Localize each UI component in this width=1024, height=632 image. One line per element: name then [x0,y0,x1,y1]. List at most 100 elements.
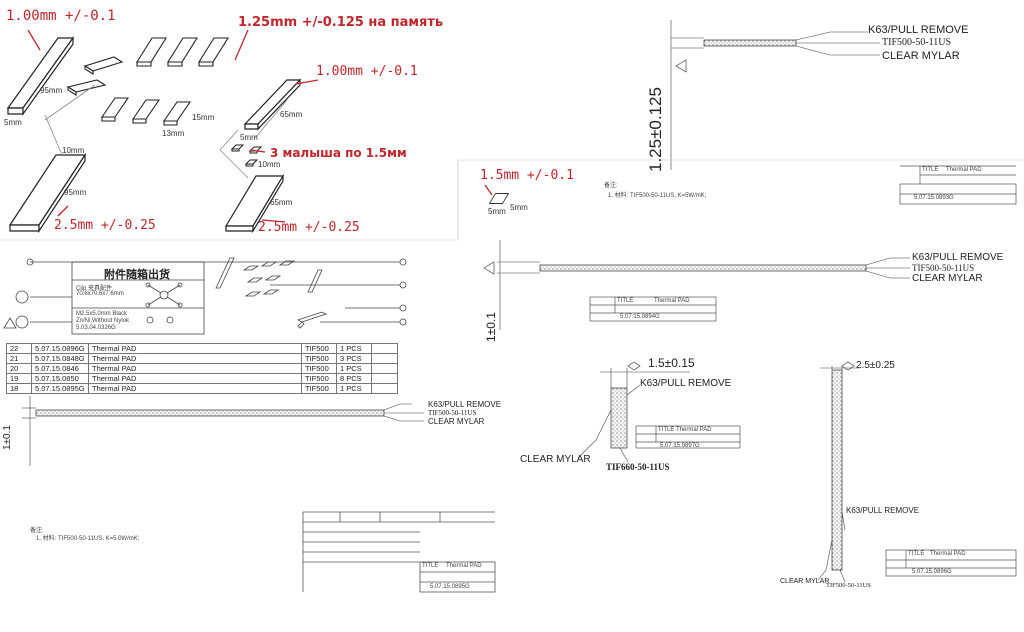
bom-cell: TIF500 [301,363,337,374]
v-title-label: TITLE [908,551,925,557]
sm-k63-label: K63/PULL REMOVE [640,378,732,389]
accessory-screw: M2.5x5.0mm Black [76,311,128,317]
bom-cell: 5.07.15.0896G [31,343,89,354]
bom-cell: 3 PCS [336,353,372,364]
left-tif-label: TIF500-50-11US [428,409,477,417]
label-pad5-w: 5mm [488,207,506,216]
rt-note-title: 备注: [604,183,618,189]
label-pad2-width: 10mm [62,146,85,155]
table-row: 21 5.07.15.0848G Thermal PAD TIF500 3 PC… [6,353,398,364]
bom-cell: 22 [6,343,32,354]
v-code-label: 5.07.15.0896G [912,569,952,575]
rt-dim-label: 1.25±0.125 [646,87,665,172]
pad-65x5-1mm [243,78,302,131]
accessory-heading: 附件随箱出货 [104,268,170,281]
rm-title-value: Thermal PAD [654,298,690,304]
bom-cell: 19 [6,373,32,384]
title-block-left [302,511,496,593]
red-leaders [27,29,493,223]
table-row: 20 5.07.15.0846 Thermal PAD TIF500 1 PCS [6,363,398,374]
rt-k63-label: K63/PULL REMOVE [868,24,969,36]
rm-k63-label: K63/PULL REMOVE [912,252,1004,263]
v-mylar-label: CLEAR MYLAR [780,578,830,585]
label-pad3-length: 65mm [280,110,303,119]
bom-cell: Thermal PAD [88,363,302,374]
bom-cell [371,363,398,374]
bom-cell: TIF500 [301,353,337,364]
rt-title-value: Thermal PAD [946,167,982,173]
bom-cell: 5.07.15.0895G [31,383,89,394]
bom-cell: 1 PCS [336,383,372,394]
label-mem-length: 15mm [192,113,215,122]
bom-cell [371,343,398,354]
sm-title-label: TITLE [658,427,675,433]
rm-mylar-label: CLEAR MYLAR [912,273,983,284]
bom-cell: 21 [6,353,32,364]
rt-note-text: 1. 材料: TIF500-50-11US, K=5W/mK; [608,193,707,199]
label-pad1-length: 95mm [40,86,63,95]
accessory-panel [3,257,407,335]
label-pad1-width: 5mm [4,118,22,127]
grey-leaders [44,84,288,179]
bom-cell: TIF500 [301,373,337,384]
rm-dim-label: 1±0.1 [484,312,498,342]
left-note-text: 1. 材料: TIF500-50-11US, K=5.0W/mK; [36,536,140,542]
bom-cell: TIF500 [301,383,337,394]
rt-tif-label: TIF500-50-11US [882,37,952,48]
bom-cell: Thermal PAD [88,353,302,364]
v-title-value: Thermal PAD [930,551,966,557]
rm-title-label: TITLE [617,298,634,304]
rt-code-label: 5.07.15.0893G [914,195,954,201]
left-mylar-label: CLEAR MYLAR [428,417,485,426]
drawing-right-mid [457,160,910,330]
drawing-left-bottom [22,396,424,466]
left-code-label: 5.07.15.0895G [430,584,470,590]
pad-95x10-2_5mm [8,152,87,234]
drawing-vertical [817,361,1017,583]
bom-cell [371,353,398,364]
label-pad3-width: 5mm [240,133,258,142]
small-pads [230,144,263,167]
label-small-size: 10mm [258,160,281,169]
pad-65x10-2_5mm [224,173,285,234]
rm-code-label: 5.07.15.0894G [620,314,660,320]
label-pad5-thickness: 1.5mm +/-0.1 [480,168,574,183]
pad-95x5-1mm [6,36,75,116]
left-k63-label: K63/PULL REMOVE [428,400,502,409]
label-pad3-thickness: 1.00mm +/-0.1 [316,64,418,79]
bom-cell: 20 [6,363,32,374]
bom-cell [371,383,398,394]
bom-cell: Thermal PAD [88,383,302,394]
left-note-title: 备注: [30,528,44,534]
bom-cell: 18 [6,383,32,394]
accessory-screw-code: 5.03.04.0326G [76,325,116,331]
bom-cell: 5.07.15.0846 [31,363,89,374]
rt-title-label: TITLE [922,167,939,173]
bom-table: 22 5.07.15.0896G Thermal PAD TIF500 1 PC… [6,343,398,394]
label-memory-pads: 1.25mm +/-0.125 на память [238,15,444,30]
bom-cell: 1 PCS [336,343,372,354]
rt-mylar-label: CLEAR MYLAR [882,50,960,62]
accessory-screw2: Zn/Ni,Without Nylok [76,318,130,324]
bom-cell: 5.07.15.0848G [31,353,89,364]
rm-tif-label: TIF500-50-11US [912,263,975,273]
left-title-label: TITLE [422,563,439,569]
label-pad2-thickness: 2.5mm +/-0.25 [54,218,156,233]
sm-code-label: 5.07.15.0897G [660,443,700,449]
v-dim-label: 2.5±0.25 [856,360,895,371]
label-pad4-length: 65mm [270,198,293,207]
bom-cell: 1 PCS [336,363,372,374]
bom-cell: 5.07.15.0850 [31,373,89,384]
table-row: 22 5.07.15.0896G Thermal PAD TIF500 1 PC… [6,343,398,354]
bom-cell: Thermal PAD [88,343,302,354]
bom-cell: TIF500 [301,343,337,354]
drawing-right-top [670,20,1017,205]
accessory-clip: Clip 夹具配件 [76,286,113,292]
sm-dim-label: 1.5±0.15 [648,356,695,370]
left-dim-label: 1±0.1 [2,425,13,450]
label-pad4-thickness: 2.5mm +/-0.25 [258,220,360,235]
bom-cell: Thermal PAD [88,373,302,384]
label-pad5-h: 5mm [510,203,528,212]
bom-cell: 8 PCS [336,373,372,384]
